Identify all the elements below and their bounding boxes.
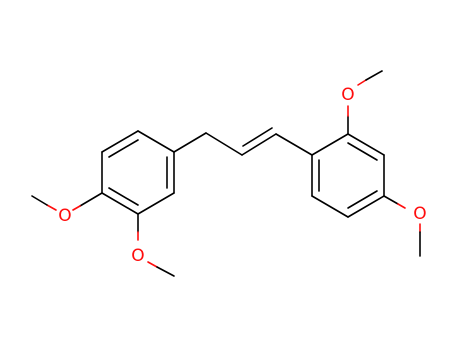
oxygen-atom: O — [413, 204, 426, 224]
propenyl-linker — [173, 127, 313, 156]
bond — [101, 192, 139, 215]
bond — [383, 195, 399, 205]
left-meta-methoxy: O — [131, 213, 175, 277]
bond — [241, 133, 277, 156]
oxygen-atom: O — [131, 246, 144, 266]
oxygen-atom: O — [58, 206, 71, 226]
bond — [101, 130, 139, 153]
double-bond-inner — [108, 187, 139, 206]
right-ortho-methoxy: O — [341, 70, 383, 135]
left-para-methoxy: O — [31, 192, 103, 226]
right-benzene-ring — [311, 133, 385, 218]
bond — [205, 132, 243, 156]
bond — [137, 192, 175, 215]
bond — [72, 205, 81, 211]
bond — [137, 130, 175, 153]
bond — [46, 204, 57, 211]
bond — [347, 133, 385, 156]
bond — [275, 133, 313, 156]
oxygen-atom: O — [341, 85, 354, 105]
bond — [173, 132, 207, 153]
double-bond-inner — [242, 127, 273, 147]
bond — [79, 192, 103, 207]
double-bond-inner — [347, 142, 378, 161]
bond — [347, 195, 385, 218]
double-bond-inner — [347, 190, 378, 209]
right-para-methoxy: O — [383, 195, 427, 257]
bond — [311, 195, 349, 218]
bond — [311, 133, 349, 156]
bond — [147, 261, 158, 268]
left-benzene-ring — [101, 130, 175, 215]
methyl-bond — [365, 70, 383, 81]
methyl-bond — [31, 195, 48, 206]
double-bond-inner — [108, 139, 139, 158]
bond — [357, 79, 367, 86]
bond — [397, 203, 406, 209]
methyl-bond — [156, 266, 175, 277]
